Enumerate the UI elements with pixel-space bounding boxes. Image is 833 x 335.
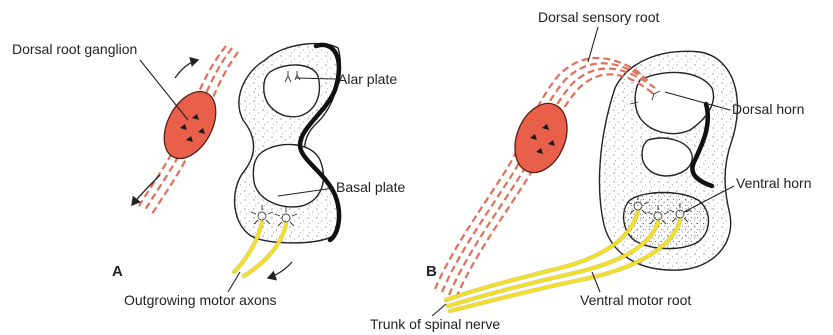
dorsal-root-ganglion-a: [132, 46, 238, 214]
central-region-b: [642, 138, 692, 176]
neural-tube-a: [235, 44, 341, 243]
leader-outgrowing-motor-axons: [228, 272, 240, 292]
panel-a: Dorsal root ganglion Alar plate Basal pl…: [12, 41, 405, 308]
leader-dorsal-sensory-root: [588, 27, 598, 62]
label-basal-plate: Basal plate: [336, 179, 405, 195]
label-dorsal-horn: Dorsal horn: [732, 101, 804, 117]
label-trunk-of-spinal-nerve: Trunk of spinal nerve: [370, 316, 500, 332]
panel-label-b: B: [426, 263, 437, 280]
label-dorsal-sensory-root: Dorsal sensory root: [538, 9, 659, 25]
panel-b: Dorsal sensory root Dorsal horn Ventral …: [370, 9, 812, 332]
leader-trunk-of-spinal-nerve: [432, 304, 446, 316]
label-alar-plate: Alar plate: [338, 71, 397, 87]
leader-dorsal-root-ganglion: [140, 60, 188, 120]
alar-lumen-a: [264, 65, 320, 117]
label-dorsal-root-ganglion: Dorsal root ganglion: [12, 41, 137, 57]
label-outgrowing-motor-axons: Outgrowing motor axons: [124, 292, 277, 308]
label-ventral-motor-root: Ventral motor root: [580, 292, 691, 308]
basal-lumen-a: [253, 144, 323, 206]
label-ventral-horn: Ventral horn: [736, 175, 812, 191]
panel-label-a: A: [112, 263, 123, 280]
